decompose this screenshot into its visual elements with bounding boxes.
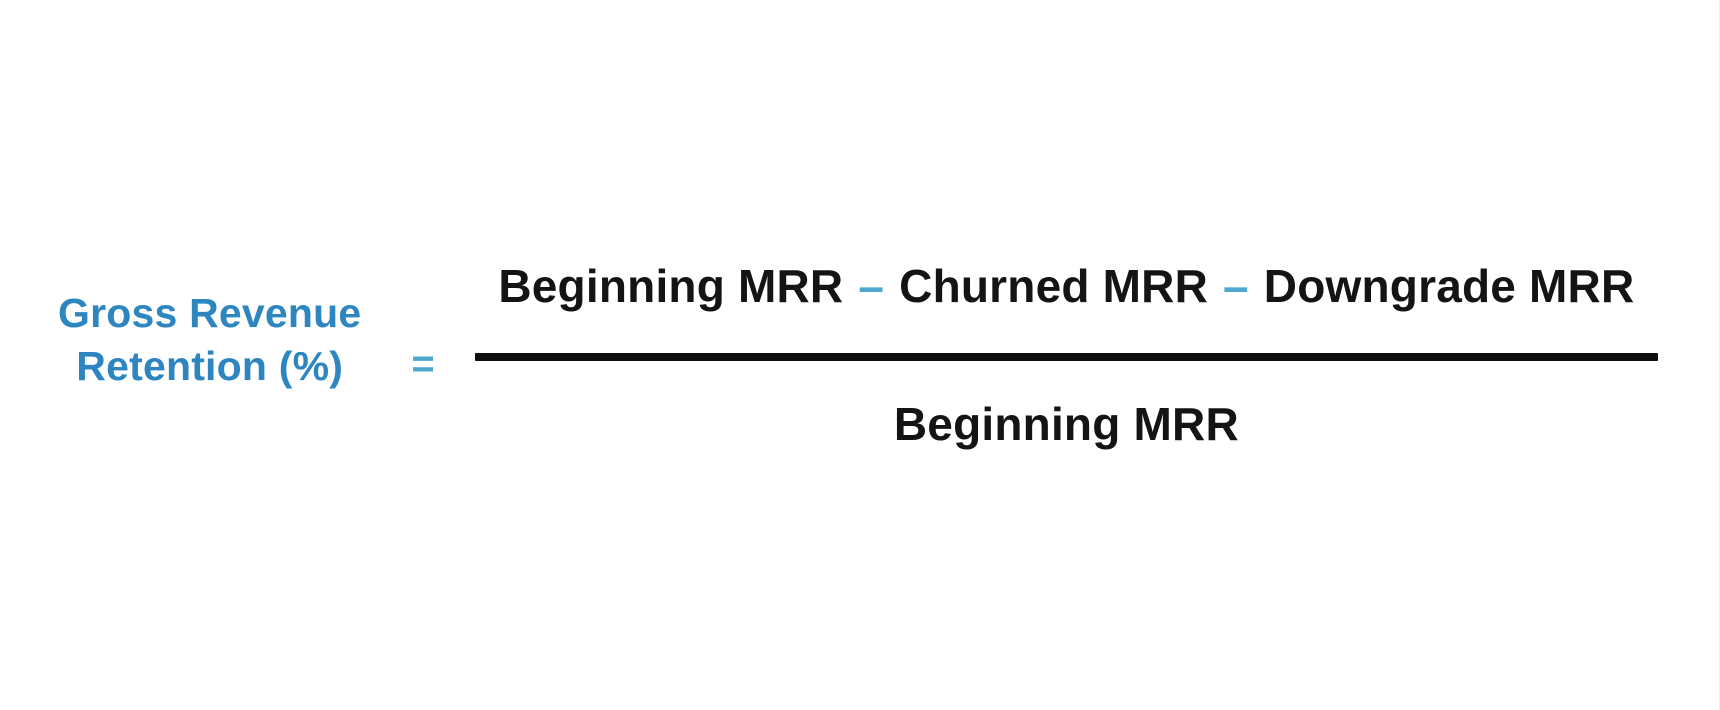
fraction-numerator: Beginning MRR–Churned MRR–Downgrade MRR: [498, 259, 1634, 313]
fraction-denominator: Beginning MRR: [893, 398, 1239, 450]
equals-sign: =: [411, 341, 435, 386]
metric-label: Gross Revenue Retention (%): [58, 287, 361, 394]
metric-label-line1: Gross Revenue: [58, 289, 362, 336]
metric-label-line2: Retention (%): [76, 343, 344, 389]
fraction-bar: [474, 353, 1658, 361]
numerator-term-downgrade-mrr: Downgrade MRR: [1263, 260, 1635, 312]
numerator-term-beginning-mrr: Beginning MRR: [498, 260, 844, 312]
numerator-term-churned-mrr: Churned MRR: [899, 260, 1208, 312]
minus-operator: –: [1223, 260, 1249, 312]
minus-operator: –: [858, 260, 885, 312]
fraction: Beginning MRR–Churned MRR–Downgrade MRR …: [474, 259, 1658, 451]
